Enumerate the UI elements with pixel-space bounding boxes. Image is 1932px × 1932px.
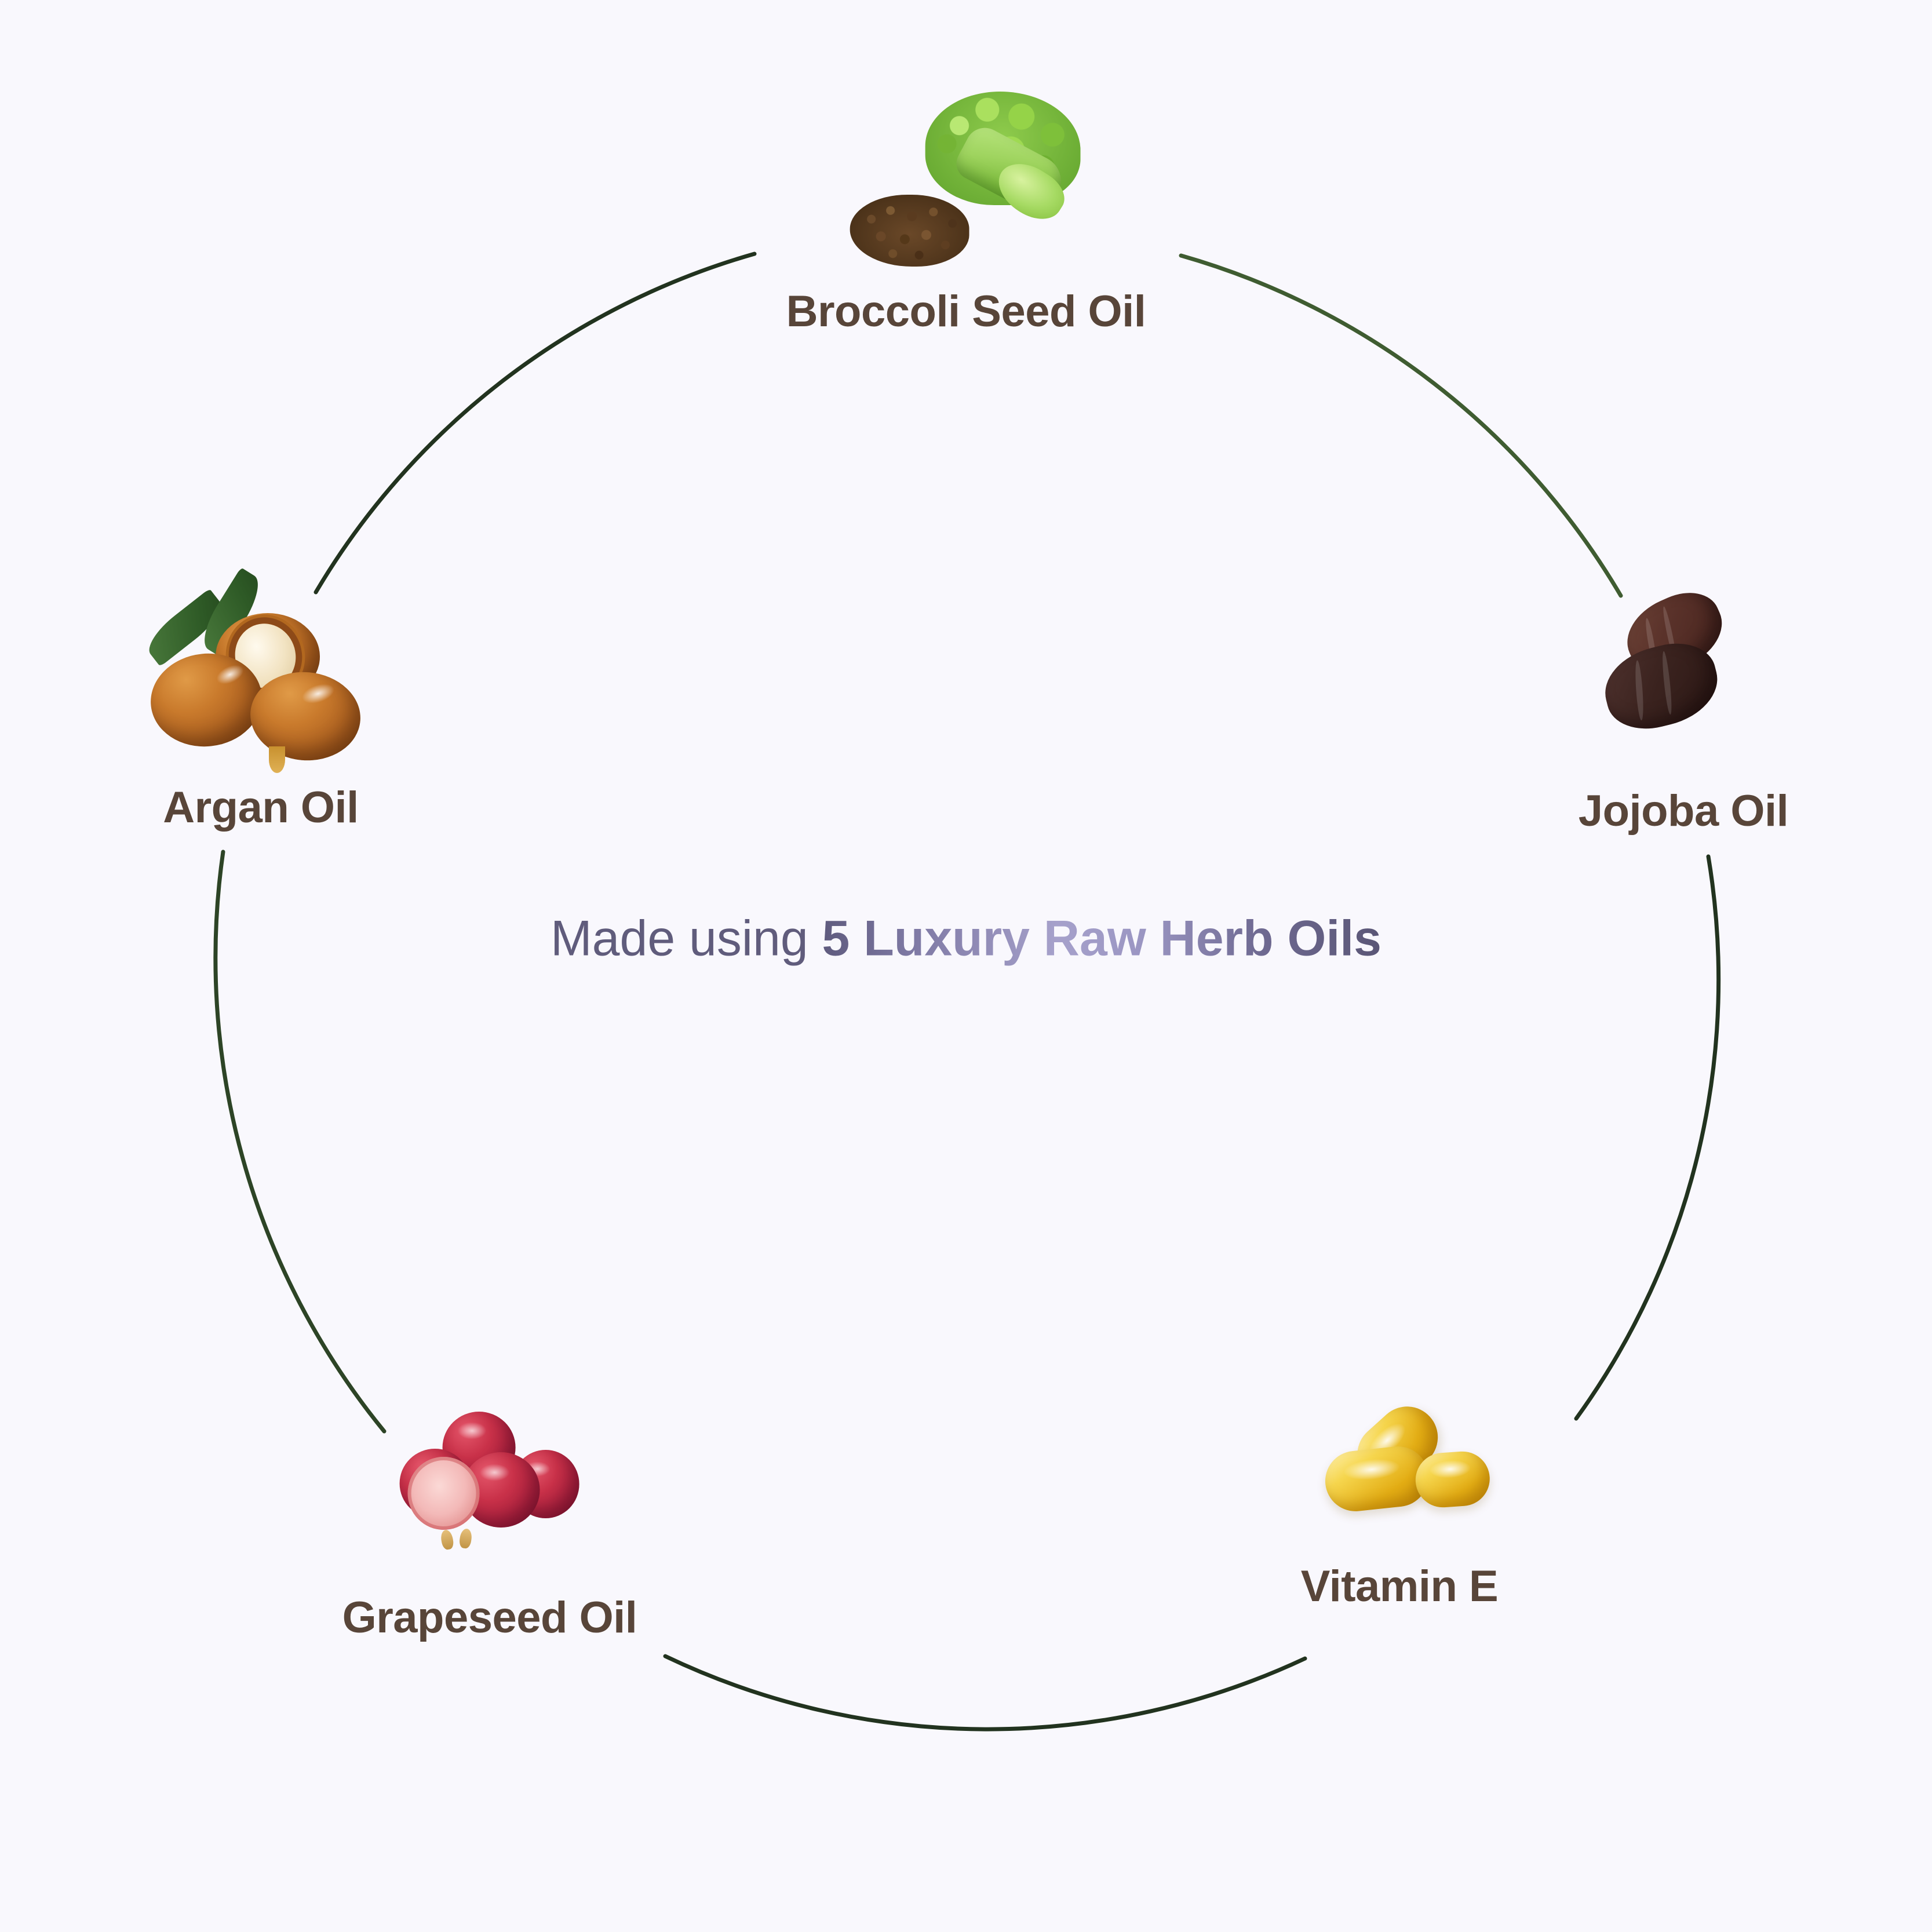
grape-highlight-icon bbox=[458, 1422, 487, 1439]
arc-argan-to-broccoli bbox=[314, 251, 757, 595]
capsule-highlight-icon bbox=[1343, 1456, 1401, 1482]
grape-halved-icon bbox=[408, 1457, 480, 1551]
ingredient-label: Grapeseed Oil bbox=[342, 1593, 637, 1642]
grapes-image bbox=[394, 1408, 585, 1570]
grape-seed-icon bbox=[440, 1529, 455, 1551]
caption-highlight-text: 5 Luxury Raw Herb Oils bbox=[822, 910, 1381, 967]
argan-nuts-image bbox=[127, 567, 394, 777]
caption-lead-text: Made using bbox=[551, 910, 822, 967]
ingredient-label: Broccoli Seed Oil bbox=[786, 287, 1146, 336]
broccoli-seed-oil-image bbox=[844, 87, 1088, 278]
ingredient-label: Argan Oil bbox=[163, 783, 359, 832]
ingredient-argan-oil[interactable]: Argan Oil bbox=[127, 567, 394, 832]
arc-grapeseed-to-vitamin-e bbox=[663, 1654, 1307, 1731]
ingredient-grapeseed-oil[interactable]: Grapeseed Oil bbox=[342, 1408, 637, 1640]
ingredient-vitamin-e[interactable]: Vitamin E bbox=[1300, 1394, 1499, 1611]
ingredient-jojoba-oil[interactable]: Jojoba Oil bbox=[1578, 581, 1789, 836]
grape-highlight-icon bbox=[480, 1464, 510, 1481]
ingredient-label: Vitamin E bbox=[1300, 1562, 1499, 1611]
capsule-icon bbox=[1322, 1443, 1431, 1515]
ingredient-broccoli-seed-oil[interactable]: Broccoli Seed Oil bbox=[786, 87, 1146, 334]
argan-oil-drip-icon bbox=[269, 746, 285, 773]
jojoba-seeds-image bbox=[1596, 581, 1770, 765]
center-caption: Made using 5 Luxury Raw Herb Oils bbox=[551, 910, 1381, 967]
grape-seed-icon bbox=[458, 1528, 473, 1550]
jojoba-rib-icon bbox=[1661, 651, 1674, 715]
vitamin-e-capsules-image bbox=[1313, 1394, 1492, 1536]
arc-broccoli-to-jojoba bbox=[1179, 253, 1623, 598]
arc-jojoba-to-vitamin-e bbox=[1574, 854, 1721, 1421]
capsule-highlight-icon bbox=[1429, 1459, 1471, 1479]
broccoli-seeds-pile-icon bbox=[850, 195, 969, 267]
ingredient-label: Jojoba Oil bbox=[1578, 786, 1789, 836]
arc-argan-to-grapeseed bbox=[213, 850, 387, 1434]
capsule-icon bbox=[1413, 1449, 1492, 1510]
jojoba-rib-icon bbox=[1634, 660, 1645, 721]
